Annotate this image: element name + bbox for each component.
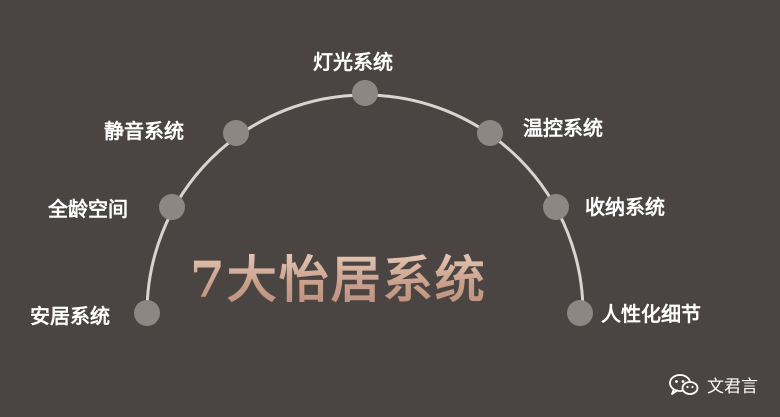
- node-label-quanling: 全龄空间: [48, 197, 128, 221]
- node-anju: [134, 300, 160, 326]
- node-wenkong: [477, 120, 503, 146]
- node-dengguang: [352, 80, 378, 106]
- node-quanling: [159, 194, 185, 220]
- watermark-text: 文君言: [707, 377, 758, 397]
- node-label-shouna: 收纳系统: [585, 195, 665, 219]
- center-title: 7大怡居系统: [190, 240, 487, 312]
- node-group: [134, 80, 593, 326]
- node-shouna: [543, 194, 569, 220]
- watermark: 文君言: [669, 372, 758, 397]
- node-label-wenkong: 温控系统: [523, 116, 603, 140]
- node-label-renxinghua: 人性化细节: [601, 302, 701, 326]
- node-label-jingyin: 静音系统: [104, 119, 184, 143]
- wechat-icon: [669, 373, 699, 395]
- node-label-dengguang: 灯光系统: [313, 50, 393, 74]
- node-label-anju: 安居系统: [30, 304, 110, 328]
- node-jingyin: [223, 120, 249, 146]
- node-renxinghua: [567, 300, 593, 326]
